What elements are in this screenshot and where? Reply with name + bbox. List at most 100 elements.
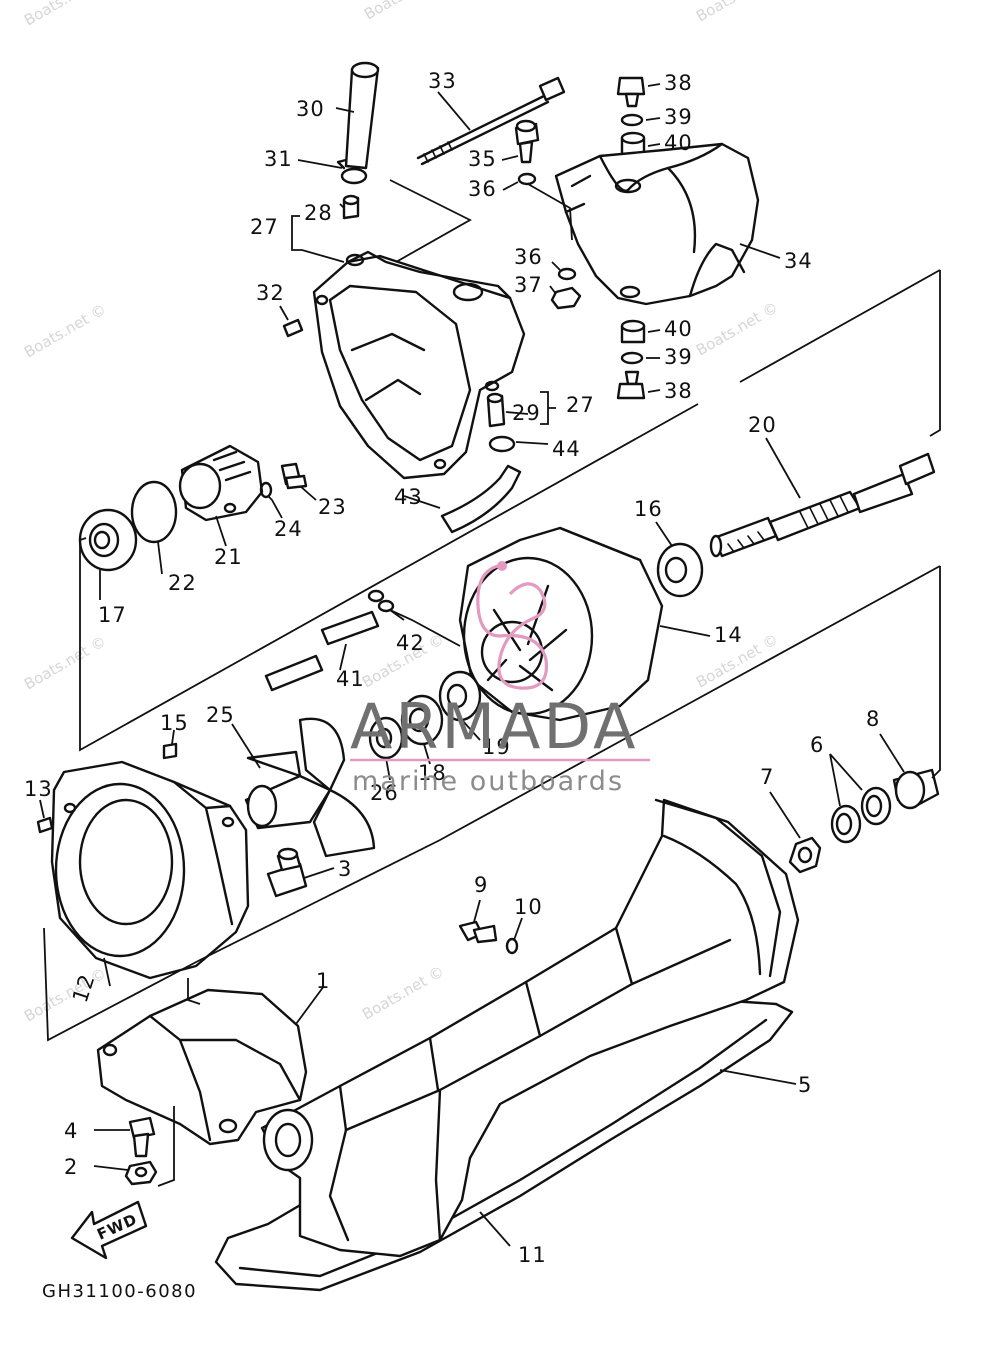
callout-35: 35	[468, 147, 497, 171]
callout-6: 6	[810, 733, 824, 757]
part-29-fitting	[486, 392, 506, 428]
part-6-ring	[860, 786, 892, 826]
part-2-nut	[124, 1160, 158, 1186]
part-37-nut	[550, 286, 582, 310]
bracket	[540, 391, 556, 425]
part-25-impeller	[244, 717, 376, 858]
callout-10: 10	[514, 895, 543, 919]
brand-tagline: marine outboards	[352, 766, 624, 797]
part-38-bolt	[616, 370, 646, 400]
diagram-code: GH31100-6080	[42, 1281, 197, 1302]
callout-41: 41	[336, 667, 365, 691]
part-36-washer	[517, 172, 537, 186]
callout-4: 4	[64, 1119, 78, 1143]
callout-16: 16	[634, 497, 663, 521]
part-7-coupler	[788, 836, 822, 874]
callout-25: 25	[206, 703, 235, 727]
callout-31: 31	[264, 147, 293, 171]
part-20-shaft	[709, 452, 936, 558]
part-39-washer	[620, 113, 644, 127]
part-40-grommet	[620, 319, 646, 344]
callout-32: 32	[256, 281, 285, 305]
watermark: Boats.n	[361, 0, 419, 23]
callout-30: 30	[296, 97, 325, 121]
part-31-clamp	[336, 158, 368, 185]
callout-43: 43	[394, 485, 423, 509]
callout-26: 26	[370, 781, 399, 805]
watermark: Boats.net ©	[21, 632, 109, 693]
part-39-washer	[620, 351, 644, 365]
part-44-clamp	[488, 435, 516, 453]
watermark: Boats.net ©	[693, 298, 781, 359]
callouts: 30 31 33 35 36 28 27 36 37 32 38 39 40 3…	[24, 69, 879, 1267]
part-9-bolt	[458, 920, 498, 944]
part-18-bearing	[400, 694, 444, 746]
callout-28: 28	[304, 201, 333, 225]
callout-29: 29	[512, 401, 541, 425]
callout-13: 13	[24, 777, 53, 801]
part-24-washer	[259, 481, 273, 499]
assembly-lines	[43, 215, 941, 1187]
callout-38: 38	[664, 71, 693, 95]
callout-38: 38	[664, 379, 693, 403]
callout-34: 34	[784, 249, 813, 273]
watermark: Boats.net ©	[21, 964, 109, 1025]
part-15-pin	[162, 742, 178, 760]
part-36-washer	[557, 267, 577, 281]
part-19-bearing	[438, 670, 482, 722]
callout-36: 36	[468, 177, 497, 201]
watermark: Boats.n	[21, 0, 79, 29]
part-35-fitting	[514, 119, 540, 164]
callout-27: 27	[566, 393, 595, 417]
part-21-cap	[178, 444, 264, 522]
callout-2: 2	[64, 1155, 78, 1179]
callout-11: 11	[518, 1243, 547, 1267]
callout-9: 9	[474, 873, 488, 897]
callout-18: 18	[418, 761, 447, 785]
callout-23: 23	[318, 495, 347, 519]
armada-logo-icon	[476, 564, 549, 690]
part-17-bearing	[78, 508, 138, 572]
callout-39: 39	[664, 345, 693, 369]
leader	[389, 179, 472, 263]
part-32-pin	[282, 318, 304, 338]
callout-33: 33	[428, 69, 457, 93]
part-33-bolt	[416, 76, 566, 166]
callout-3: 3	[338, 857, 352, 881]
part-38-bolt	[616, 76, 646, 108]
part-12-housing	[50, 760, 250, 980]
part-28-fitting	[342, 194, 360, 220]
brand-name: ARMADA	[350, 690, 638, 763]
callout-21: 21	[214, 545, 243, 569]
leaders	[39, 83, 905, 1247]
callout-1: 1	[316, 969, 330, 993]
callout-40: 40	[664, 317, 693, 341]
callout-44: 44	[552, 437, 581, 461]
part-3-sensor	[266, 847, 308, 898]
brand-logo: ARMADA marine outboards	[350, 561, 650, 797]
part-30-hose	[344, 61, 380, 170]
callout-17: 17	[98, 603, 127, 627]
callout-20: 20	[748, 413, 777, 437]
part-41-tube	[320, 610, 380, 646]
part-40-grommet	[620, 131, 646, 156]
part-4-bolt	[128, 1116, 156, 1158]
callout-27: 27	[250, 215, 279, 239]
part-6-ring	[830, 804, 862, 844]
callout-24: 24	[274, 517, 303, 541]
part-16-bearing	[656, 542, 704, 598]
watermark: Boats.net ©	[21, 300, 109, 361]
callout-40: 40	[664, 131, 693, 155]
part-11-duct	[260, 798, 800, 1258]
part-41-tube	[264, 654, 324, 692]
part-43-hose	[440, 464, 522, 534]
armada-logo-dot	[497, 561, 507, 571]
callout-37: 37	[514, 273, 543, 297]
part-10-washer	[505, 937, 519, 955]
part-22-oring	[130, 480, 178, 544]
part-1-cover	[96, 988, 308, 1146]
watermark: Boats.net ©	[359, 962, 447, 1023]
part-34-cover	[554, 142, 760, 306]
